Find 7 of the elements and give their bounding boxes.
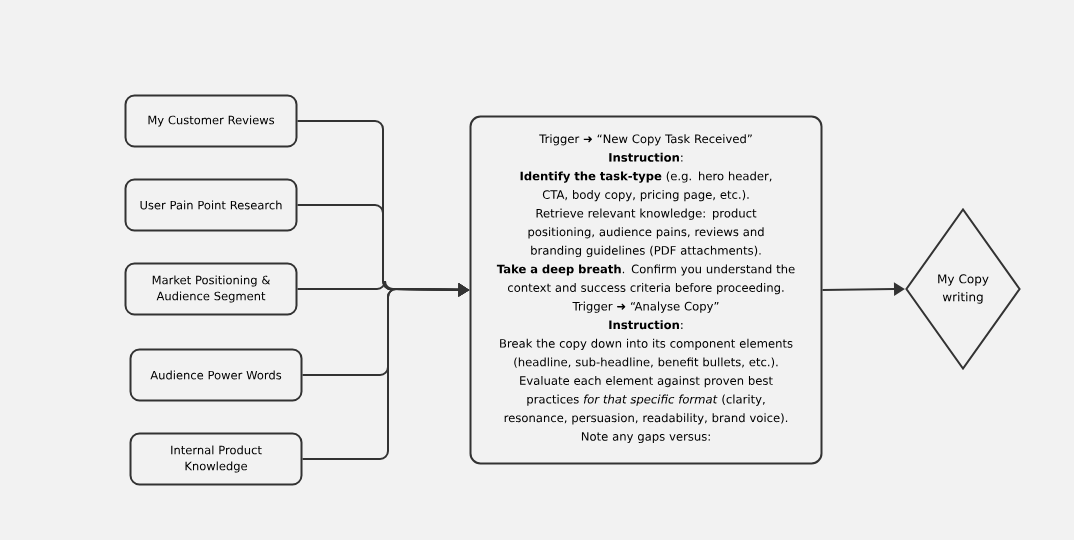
source-box: My Customer Reviews	[124, 94, 298, 148]
arrow	[821, 282, 905, 296]
source-box: Audience Power Words	[129, 348, 303, 402]
source-box: User Pain Point Research	[124, 178, 298, 232]
source-box: Market Positioning & Audience Segment	[124, 262, 298, 316]
instruction-box: Trigger ➜ “New Copy Task Received” Instruction: Identify the task-type (e.g. hero header, CTA, body copy, pricing page, etc.). Retrieve relevant knowledge: product positioning, audience pains, reviews and branding guidelines (PDF attachments). Take a deep breath. Confirm you understand the context and success criteria before proceeding. Trigger ➜ “Analyse Copy” Instruction: Break the copy down into its component elements (headline, sub-headline, benefit bullets, etc.). Evaluate each element against proven best practices for that specific format (clarity, resonance, persuasion, readability, brand voice). Note any gaps versus:	[469, 115, 823, 465]
source-box: Internal Product Knowledge	[129, 432, 303, 486]
